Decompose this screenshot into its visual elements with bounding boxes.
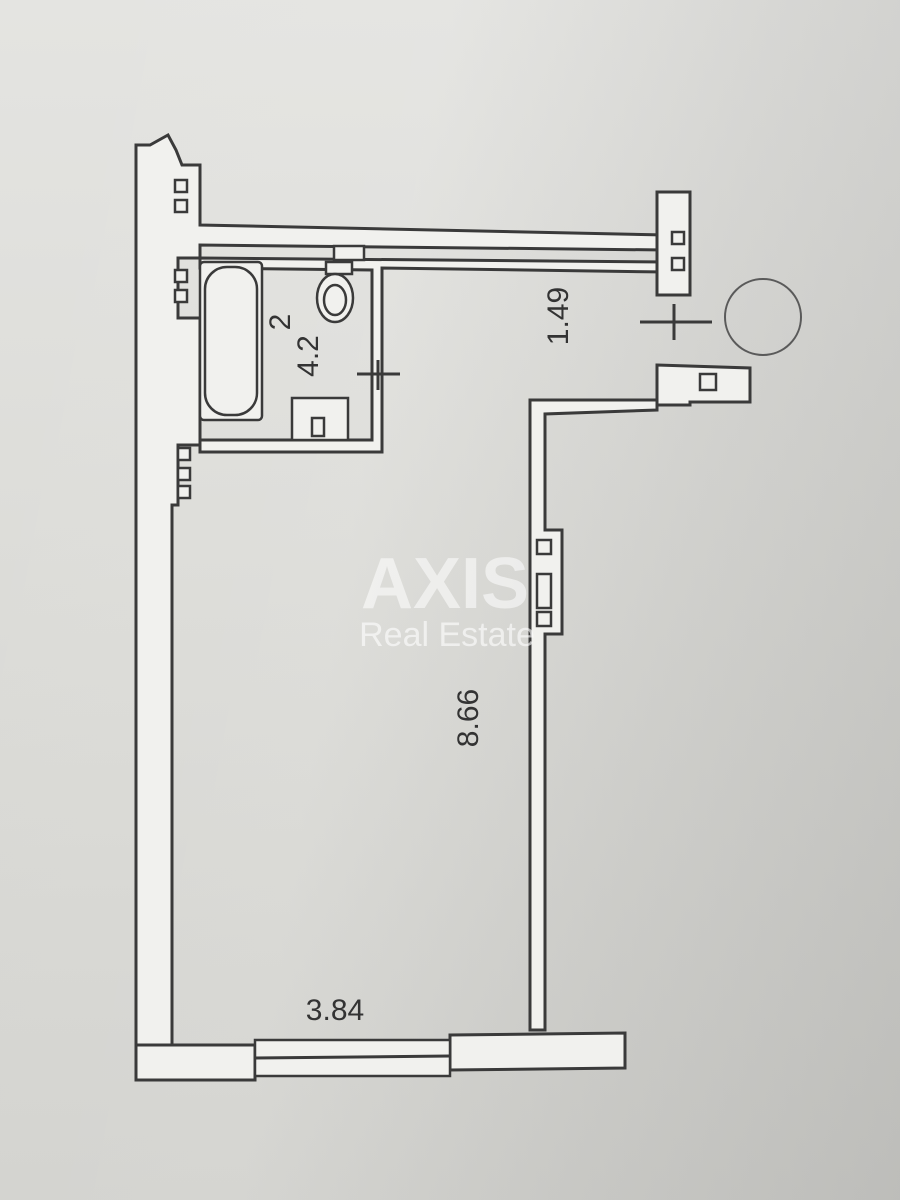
window bbox=[253, 1038, 452, 1078]
wall-right bbox=[528, 398, 659, 1032]
toilet bbox=[315, 244, 366, 324]
column-right-square-2 bbox=[670, 256, 686, 272]
wall-bottom-right bbox=[448, 1031, 627, 1072]
sink bbox=[290, 396, 350, 442]
riser-circle bbox=[724, 278, 802, 356]
wall-top-inner bbox=[198, 256, 667, 454]
column-left-top bbox=[173, 178, 189, 214]
wall-bottom-left bbox=[134, 1043, 257, 1082]
watermark-brand: AXIS bbox=[361, 544, 529, 624]
bathtub bbox=[198, 260, 264, 422]
column-right-square-1 bbox=[670, 230, 686, 246]
label-room-length: 8.66 bbox=[452, 689, 485, 747]
label-bathroom-side: 4.2 bbox=[292, 335, 325, 377]
column-right-wall bbox=[535, 538, 553, 628]
watermark-tagline: Real Estate bbox=[359, 616, 535, 654]
label-hallway: 1.49 bbox=[542, 287, 575, 345]
label-room-width: 3.84 bbox=[306, 994, 364, 1027]
label-bathroom-top: 2 bbox=[264, 314, 297, 331]
column-left-low bbox=[176, 446, 192, 500]
column-right-square-3 bbox=[698, 372, 718, 392]
column-left-mid bbox=[173, 268, 189, 304]
